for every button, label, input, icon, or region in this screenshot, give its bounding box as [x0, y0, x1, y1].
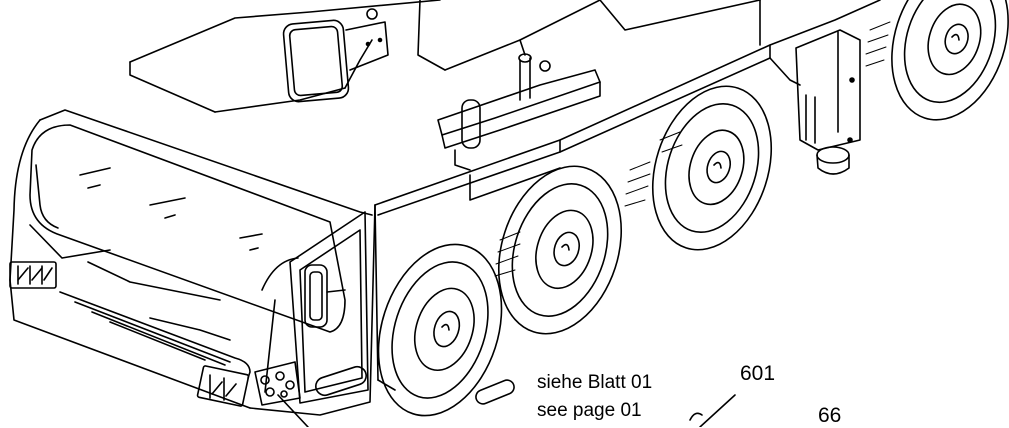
superstructure-deck: [130, 0, 760, 112]
cab-mirror-top: [283, 9, 388, 102]
outrigger-leg: [796, 30, 860, 174]
wheel-rear-1: [633, 71, 791, 265]
part-number-601: 601: [740, 362, 776, 385]
callout-601: [690, 395, 735, 427]
wheel-front-2: [478, 150, 641, 349]
wheel-rear-2: [872, 0, 1009, 135]
tire-tread: [495, 22, 890, 276]
driver-cab: [10, 110, 375, 427]
reference-text-en: see page 01: [537, 400, 642, 421]
fender-step: [313, 364, 516, 406]
carrier-body: [375, 0, 880, 390]
reference-text-de: siehe Blatt 01: [537, 372, 653, 393]
wheel-front-1: [358, 228, 523, 427]
part-number-66: 66: [818, 404, 842, 427]
exhaust-muffler: [438, 54, 600, 170]
